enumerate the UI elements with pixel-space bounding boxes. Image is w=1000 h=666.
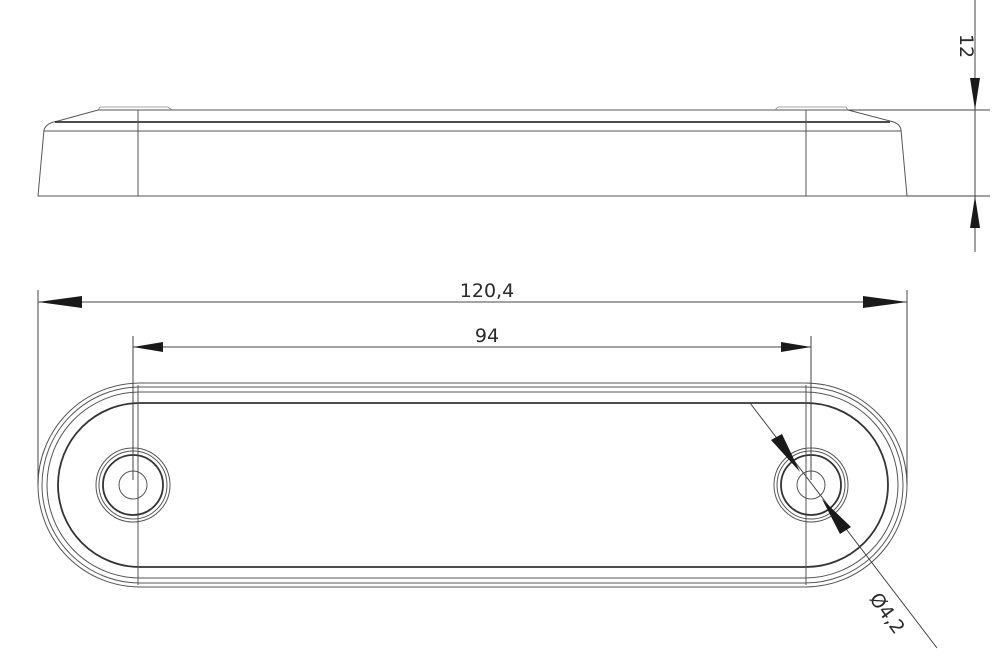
diameter-dimension-label: Ø4,2: [865, 589, 909, 638]
height-dimension-label: 12: [955, 34, 977, 58]
outline-3: [46, 391, 899, 579]
outline-2: [41, 386, 904, 584]
arrow-left: [133, 342, 163, 352]
length-dimension: 120,4: [37, 280, 908, 485]
top-view: [37, 382, 908, 588]
side-cap-left: [97, 106, 173, 111]
side-cap-right: [774, 106, 849, 111]
outline-inner: [57, 402, 889, 568]
arrow-in-1: [771, 434, 800, 472]
arrow-in-2: [822, 499, 851, 534]
diameter-dimension: Ø4,2: [749, 402, 938, 649]
arrow-left: [38, 296, 82, 308]
arrow-up: [970, 196, 980, 228]
height-dimension: 12: [848, 0, 990, 252]
side-view: [37, 106, 908, 197]
spacing-dimension-label: 94: [475, 325, 499, 347]
arrow-right: [781, 342, 811, 352]
spacing-dimension: 94: [132, 325, 812, 480]
arrow-down: [970, 78, 980, 110]
arrow-right: [863, 296, 907, 308]
length-dimension-label: 120,4: [460, 280, 514, 302]
